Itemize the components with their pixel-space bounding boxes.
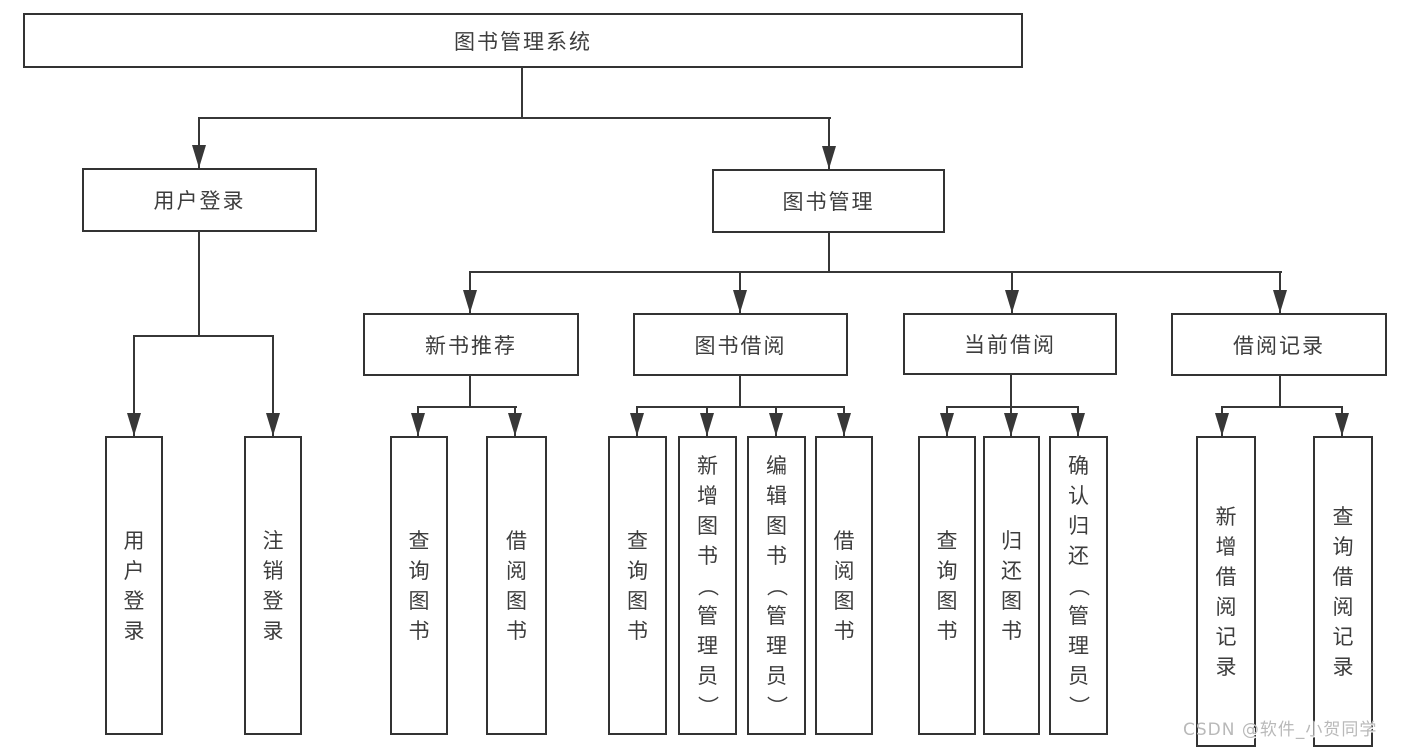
node-current-borrow: 当前借阅 [903, 313, 1117, 375]
leaf-br-add-record: 新增借阅记录 [1196, 436, 1256, 747]
connector-line [133, 335, 135, 436]
connector-line [946, 406, 1079, 408]
arrow-down-icon [837, 413, 851, 436]
arrow-down-icon [508, 413, 522, 436]
node-book-borrow: 图书借阅 [633, 313, 848, 376]
connector-line [198, 117, 831, 119]
connector-line [133, 335, 274, 337]
connector-line [469, 271, 1282, 273]
connector-line [469, 375, 471, 407]
arrow-down-icon [411, 413, 425, 436]
connector-line [1279, 375, 1281, 407]
connector-line [272, 335, 274, 436]
arrow-down-icon [266, 413, 280, 436]
arrow-down-icon [733, 290, 747, 313]
connector-line [1010, 373, 1012, 407]
arrow-down-icon [463, 290, 477, 313]
arrow-down-icon [192, 145, 206, 168]
leaf-user-login: 用户登录 [105, 436, 163, 735]
connector-line [636, 406, 845, 408]
arrow-down-icon [1335, 413, 1349, 436]
arrow-down-icon [1004, 413, 1018, 436]
arrow-down-icon [1071, 413, 1085, 436]
arrow-down-icon [822, 146, 836, 169]
connector-line [1221, 406, 1343, 408]
arrow-down-icon [1005, 290, 1019, 313]
leaf-br-query-record: 查询借阅记录 [1313, 436, 1373, 747]
connector-line [198, 231, 200, 337]
node-user-login: 用户登录 [82, 168, 317, 232]
node-borrow-records: 借阅记录 [1171, 313, 1387, 376]
arrow-down-icon [1215, 413, 1229, 436]
connector-line [198, 117, 200, 168]
connector-line [521, 67, 523, 118]
leaf-bb-query-books: 查询图书 [608, 436, 667, 735]
leaf-bb-borrow-books: 借阅图书 [815, 436, 873, 735]
arrow-down-icon [940, 413, 954, 436]
leaf-logout: 注销登录 [244, 436, 302, 735]
leaf-cb-return-books: 归还图书 [983, 436, 1040, 735]
connector-line [828, 232, 830, 273]
arrow-down-icon [127, 413, 141, 436]
connector-line [417, 406, 517, 408]
leaf-nbr-query-books: 查询图书 [390, 436, 448, 735]
arrow-down-icon [700, 413, 714, 436]
arrow-down-icon [1273, 290, 1287, 313]
node-new-book-rec: 新书推荐 [363, 313, 579, 376]
leaf-nbr-borrow-books: 借阅图书 [486, 436, 547, 735]
connector-line [739, 375, 741, 407]
csdn-watermark: CSDN @软件_小贺同学 [1183, 720, 1378, 740]
node-book-mgmt: 图书管理 [712, 169, 945, 233]
leaf-bb-add-books: 新增图书（管理员） [678, 436, 737, 735]
leaf-cb-confirm-return: 确认归还（管理员） [1049, 436, 1108, 735]
leaf-bb-edit-books: 编辑图书（管理员） [747, 436, 806, 735]
leaf-cb-query-books: 查询图书 [918, 436, 976, 735]
arrow-down-icon [630, 413, 644, 436]
connector-line [828, 117, 830, 169]
arrow-down-icon [769, 413, 783, 436]
node-root: 图书管理系统 [23, 13, 1023, 68]
